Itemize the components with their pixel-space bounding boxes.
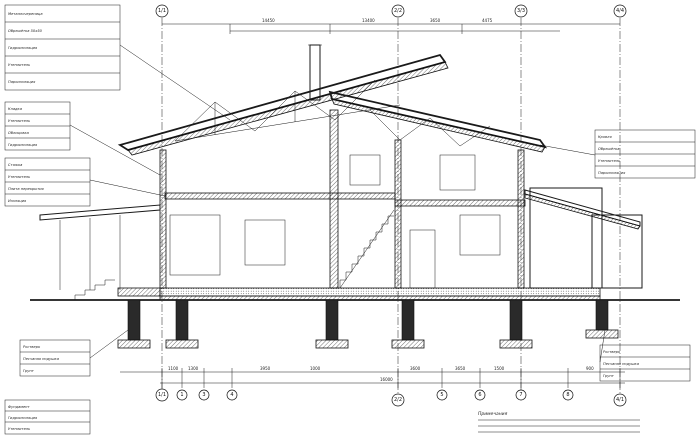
svg-text:4/4: 4/4 <box>616 8 624 14</box>
svg-text:1/1: 1/1 <box>158 8 166 14</box>
layer-floor-left-2: Утеплитель <box>8 175 30 179</box>
layer-bottom-left-2: Гидроизоляция <box>8 416 38 420</box>
dim-top-d2: 3650 <box>430 18 441 23</box>
layer-roof-left-3: Гидроизоляция <box>8 46 38 50</box>
top-dimension-chain: 14450 13400 3650 4475 <box>162 18 620 34</box>
svg-text:8: 8 <box>566 392 569 398</box>
axis-bot-9: 8 <box>562 389 574 401</box>
main-roof <box>117 53 548 156</box>
svg-text:1: 1 <box>180 392 183 398</box>
layers-foundation-left: Ростверк Песчаная подушка Грунт <box>19 339 91 377</box>
svg-text:1/1: 1/1 <box>158 392 166 398</box>
layers-roof-left: Металлочерепица Обрешётка 50х50 Гидроизо… <box>4 4 121 91</box>
layer-right-roof-4: Пароизоляция <box>598 171 626 175</box>
layer-found-right-1: Ростверк <box>603 350 621 354</box>
layer-right-roof-3: Утеплитель <box>598 159 620 163</box>
left-porch <box>39 204 161 301</box>
axis-bot-4: 4 <box>226 389 238 401</box>
layer-wall-left-4: Гидроизоляция <box>8 143 38 147</box>
axis-bot-8: 7 <box>515 389 527 401</box>
layer-found-left-2: Песчаная подушка <box>23 357 59 361</box>
layer-right-roof-2: Обрешётка <box>598 147 620 151</box>
notes-block: Примечания <box>478 411 640 433</box>
layer-bottom-left-1: Фундамент <box>8 405 31 409</box>
layers-right-roof: Кровля Обрешётка Утеплитель Пароизоляция <box>594 129 696 179</box>
svg-text:4: 4 <box>230 392 233 398</box>
layer-roof-left-1: Металлочерепица <box>8 12 43 16</box>
svg-text:4/1: 4/1 <box>616 397 624 403</box>
axis-top-2: 2/2 <box>391 4 405 18</box>
svg-text:7: 7 <box>519 392 522 398</box>
stair <box>339 209 395 289</box>
axis-top-4: 4/4 <box>613 4 627 18</box>
svg-text:3/3: 3/3 <box>517 8 525 14</box>
dim-bot-seg-4: 1000 <box>310 366 321 371</box>
openings <box>169 154 501 289</box>
svg-text:5: 5 <box>440 392 443 398</box>
axis-bot-7: 6 <box>474 389 486 401</box>
layer-wall-left-2: Утеплитель <box>8 119 30 123</box>
layer-floor-left-3: Плита перекрытия <box>8 187 45 191</box>
layer-found-left-1: Ростверк <box>23 345 41 349</box>
dim-top-d1: 13400 <box>362 18 375 23</box>
top-axis-grid <box>161 18 621 395</box>
layer-roof-left-2: Обрешётка 50х50 <box>8 29 43 33</box>
axis-top-1: 1/1 <box>155 4 169 18</box>
dim-bot-seg-6: 3650 <box>455 366 466 371</box>
layer-found-left-3: Грунт <box>23 369 35 373</box>
axis-bot-1: 1/1 <box>155 388 169 402</box>
layer-wall-left-3: Облицовка <box>8 131 29 135</box>
axis-bot-10: 4/1 <box>613 393 627 407</box>
layer-floor-left-4: Изоляция <box>8 199 27 203</box>
layers-wall-left: Кладка Утеплитель Облицовка Гидроизоляци… <box>4 101 71 151</box>
axis-bot-3: 3 <box>198 389 210 401</box>
svg-text:2/2: 2/2 <box>394 397 402 403</box>
layers-foundation-right: Ростверк Песчаная подушка Грунт <box>599 344 691 382</box>
dim-bot-seg-3: 3950 <box>260 366 271 371</box>
chimney <box>308 44 322 101</box>
slabs <box>159 192 601 301</box>
bottom-dimension-chain: 16000 1100 1300 3950 1000 3600 3650 1500… <box>120 366 625 388</box>
axis-bot-2: 1 <box>176 389 188 401</box>
svg-text:3: 3 <box>202 392 205 398</box>
layer-found-right-2: Песчаная подушка <box>603 362 639 366</box>
dim-bot-seg-7: 1500 <box>494 366 505 371</box>
layers-bottom-left: Фундамент Гидроизоляция Утеплитель <box>4 399 91 435</box>
svg-text:6: 6 <box>478 392 481 398</box>
dim-bottom-overall: 16000 <box>380 377 393 382</box>
notes-title: Примечания <box>478 411 508 417</box>
dim-top-d3: 4475 <box>482 18 493 23</box>
layer-right-roof-1: Кровля <box>598 135 612 139</box>
layer-roof-left-5: Пароизоляция <box>8 80 36 84</box>
layer-wall-left-1: Кладка <box>8 107 22 111</box>
walls <box>159 109 643 289</box>
foundation-piles <box>117 299 619 349</box>
dim-bot-seg-8: 900 <box>586 366 594 371</box>
dim-bot-seg-2: 1300 <box>188 366 199 371</box>
dim-bot-seg-5: 3600 <box>410 366 421 371</box>
dim-bot-seg-1: 1100 <box>168 366 179 371</box>
layer-roof-left-4: Утеплитель <box>8 63 30 67</box>
leader-lines <box>69 44 606 363</box>
layer-bottom-left-3: Утеплитель <box>8 427 30 431</box>
layers-floor-left: Стяжка Утеплитель Плита перекрытия Изоля… <box>4 157 91 207</box>
axis-top-3: 3/3 <box>514 4 528 18</box>
dim-top-overall: 14450 <box>262 18 275 23</box>
layer-floor-left-1: Стяжка <box>8 163 22 167</box>
layer-found-right-3: Грунт <box>603 374 615 378</box>
axis-bot-6: 5 <box>436 389 448 401</box>
right-canopy <box>524 189 641 230</box>
axis-bot-5: 2/2 <box>391 393 405 407</box>
svg-text:2/2: 2/2 <box>394 8 402 14</box>
